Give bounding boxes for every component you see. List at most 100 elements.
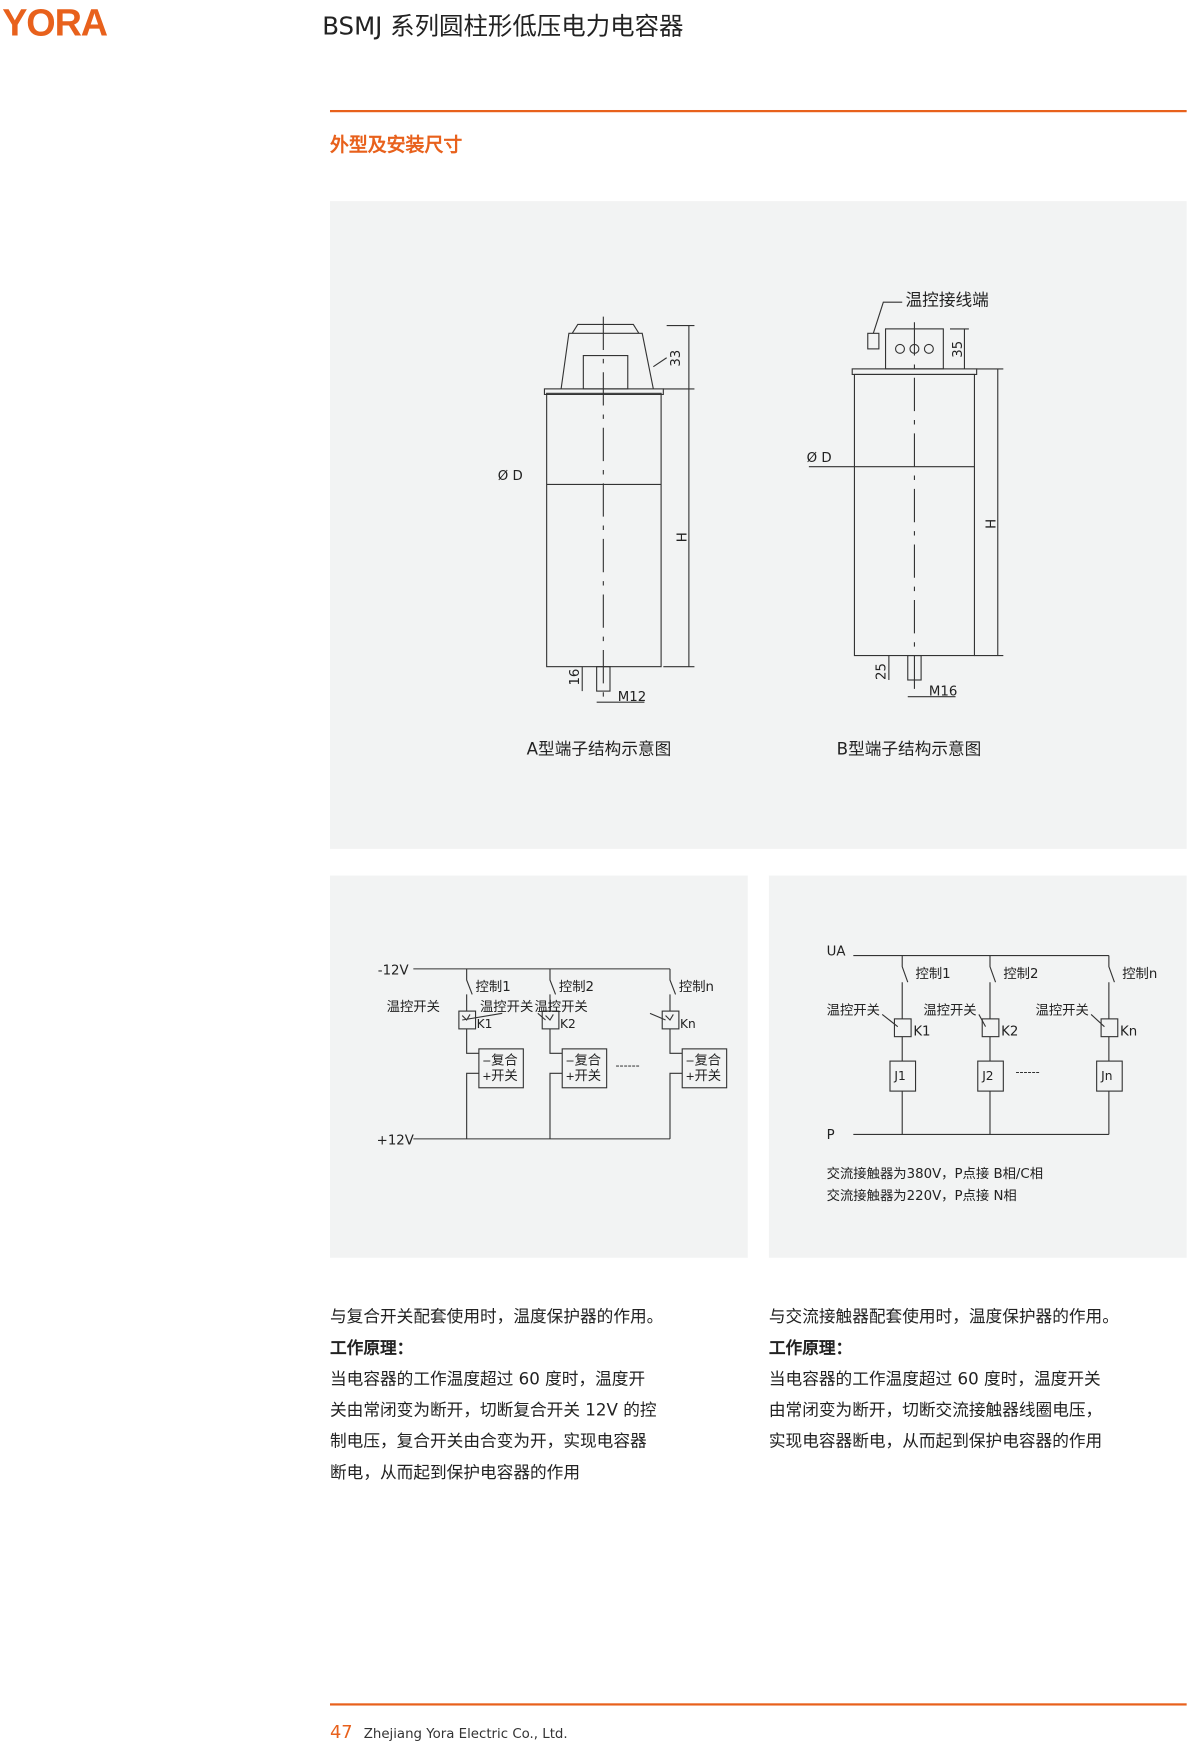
note-380v: 交流接触器为380V，P点接 B相/C相 bbox=[827, 1165, 1043, 1182]
contactor-coil bbox=[1096, 1060, 1123, 1092]
page-title: BSMJ 系列圆柱形低压电力电容器 bbox=[322, 13, 684, 42]
principle-heading: 工作原理： bbox=[768, 1337, 853, 1358]
compound-switch-box bbox=[681, 1048, 728, 1089]
body-line: 当电容器的工作温度超过 60 度时，温度开 bbox=[329, 1368, 646, 1389]
plus-sign: + bbox=[482, 1070, 491, 1083]
temp-switch-icon bbox=[981, 1018, 1000, 1038]
ellipsis: ------ bbox=[616, 1059, 640, 1072]
compound-switch-circuit: -12V +12V 控制1温控开关K1−复合+开关控制2温控开关K2−复合+开关… bbox=[377, 963, 728, 1148]
control-label: 控制2 bbox=[559, 979, 594, 995]
yora-logo: YORA bbox=[2, 2, 108, 45]
caption-a: A型端子结构示意图 bbox=[527, 739, 672, 758]
box-label: 复合 bbox=[694, 1052, 721, 1068]
contactor-coil bbox=[977, 1060, 1004, 1092]
note-220v: 交流接触器为220V，P点接 N相 bbox=[827, 1187, 1017, 1204]
temp-switch-icon bbox=[541, 1010, 560, 1030]
temp-switch-label: 温控开关 bbox=[480, 999, 533, 1015]
switch-id: K1 bbox=[913, 1025, 930, 1040]
box-label: 开关 bbox=[574, 1068, 601, 1084]
text-right: 与交流接触器配套使用时，温度保护器的作用。 工作原理： 当电容器的工作温度超过 … bbox=[769, 1301, 1191, 1457]
diameter-label: Ø D bbox=[498, 469, 523, 484]
switch-id: K2 bbox=[1001, 1025, 1018, 1040]
thread-label: M12 bbox=[618, 690, 646, 705]
body-line: 当电容器的工作温度超过 60 度时，温度开关 bbox=[768, 1368, 1101, 1389]
height-label: H bbox=[985, 519, 1000, 529]
bottom-dimension: 25 bbox=[875, 663, 890, 680]
contactor-coil bbox=[889, 1060, 917, 1092]
header-divider bbox=[329, 109, 1187, 113]
body-line: 制电压，复合开关由合变为开，实现电容器 bbox=[329, 1431, 647, 1452]
switch-id: Kn bbox=[1120, 1025, 1137, 1040]
minus-sign: − bbox=[482, 1054, 491, 1067]
temp-switch-icon bbox=[458, 1010, 477, 1030]
p-label: P bbox=[827, 1128, 835, 1143]
body-line: 实现电容器断电，从而起到保护电容器的作用 bbox=[768, 1431, 1103, 1452]
plus-sign: + bbox=[686, 1070, 695, 1083]
temp-switch-icon bbox=[893, 1018, 912, 1038]
plus-sign: + bbox=[566, 1070, 575, 1083]
body-line: 断电，从而起到保护电容器的作用 bbox=[329, 1462, 581, 1483]
temp-switch-label: 温控开关 bbox=[827, 1002, 880, 1018]
box-label: 复合 bbox=[574, 1052, 601, 1068]
temp-switch-label: 温控开关 bbox=[387, 999, 440, 1015]
principle-heading: 工作原理： bbox=[329, 1337, 414, 1358]
coil-label: J2 bbox=[981, 1069, 993, 1083]
top-dimension: 35 bbox=[951, 341, 966, 358]
temp-switch-icon bbox=[1100, 1018, 1119, 1038]
text-left: 与复合开关配套使用时，温度保护器的作用。 工作原理： 当电容器的工作温度超过 6… bbox=[330, 1301, 748, 1488]
ellipsis: ------ bbox=[1016, 1066, 1040, 1079]
box-label: 开关 bbox=[491, 1068, 518, 1084]
compound-switch-box bbox=[478, 1048, 524, 1089]
compound-switch-box bbox=[561, 1048, 608, 1089]
control-label: 控制1 bbox=[916, 966, 951, 982]
type-a-drawing: Ø D 33 H 16 M12 A型端子结构示意图 bbox=[498, 316, 695, 758]
control-label: 控制2 bbox=[1003, 966, 1038, 982]
box-label: 复合 bbox=[491, 1052, 518, 1068]
temp-switch-label: 温控开关 bbox=[534, 999, 587, 1015]
terminal-label: 温控接线端 bbox=[906, 291, 989, 310]
neg-12v-label: -12V bbox=[378, 963, 409, 978]
control-label: 控制n bbox=[679, 979, 714, 995]
company-name: Zhejiang Yora Electric Co., Ltd. bbox=[363, 1725, 568, 1742]
height-label: H bbox=[676, 532, 691, 542]
dimension-drawing-panel: Ø D 33 H 16 M12 A型端子结构示意图 温控接线端 Ø D 35 H… bbox=[329, 201, 1187, 849]
type-b-drawing: 温控接线端 Ø D 35 H 25 M16 B型端子结构示意图 bbox=[807, 291, 1004, 758]
box-label: 开关 bbox=[694, 1068, 721, 1084]
branch: 控制1 温控开关 K1 −复合+开关 bbox=[387, 968, 524, 1139]
temp-switch-label: 温控开关 bbox=[1036, 1002, 1089, 1018]
footer: 47 Zhejiang Yora Electric Co., Ltd. bbox=[330, 1721, 568, 1742]
dimension-drawings: Ø D 33 H 16 M12 A型端子结构示意图 温控接线端 Ø D 35 H… bbox=[498, 291, 1004, 758]
ua-label: UA bbox=[827, 945, 846, 960]
thread-label: M16 bbox=[929, 685, 957, 700]
bottom-dimension: 16 bbox=[568, 669, 583, 686]
switch-id: K2 bbox=[560, 1017, 576, 1031]
control-label: 控制n bbox=[1122, 966, 1157, 982]
intro-text: 与交流接触器配套使用时，温度保护器的作用。 bbox=[768, 1306, 1119, 1327]
footer-divider bbox=[329, 1703, 1187, 1705]
caption-b: B型端子结构示意图 bbox=[837, 739, 982, 758]
section-title: 外型及安装尺寸 bbox=[329, 134, 463, 157]
control-label: 控制1 bbox=[476, 979, 511, 995]
switch-id: Kn bbox=[680, 1017, 696, 1031]
coil-label: Jn bbox=[1100, 1069, 1112, 1083]
diameter-label: Ø D bbox=[807, 451, 832, 466]
body-line: 由常闭变为断开，切断交流接触器线圈电压， bbox=[768, 1399, 1103, 1420]
body-line: 关由常闭变为断开，切断复合开关 12V 的控 bbox=[329, 1399, 657, 1420]
intro-text: 与复合开关配套使用时，温度保护器的作用。 bbox=[329, 1306, 664, 1327]
switch-id: K1 bbox=[477, 1017, 493, 1031]
minus-sign: − bbox=[566, 1054, 575, 1067]
temp-switch-icon bbox=[661, 1010, 680, 1030]
temp-switch-label: 温控开关 bbox=[923, 1002, 976, 1018]
page-number: 47 bbox=[329, 1721, 353, 1742]
pos-12v-label: +12V bbox=[377, 1133, 414, 1148]
minus-sign: − bbox=[686, 1054, 695, 1067]
top-dimension: 33 bbox=[669, 350, 684, 367]
